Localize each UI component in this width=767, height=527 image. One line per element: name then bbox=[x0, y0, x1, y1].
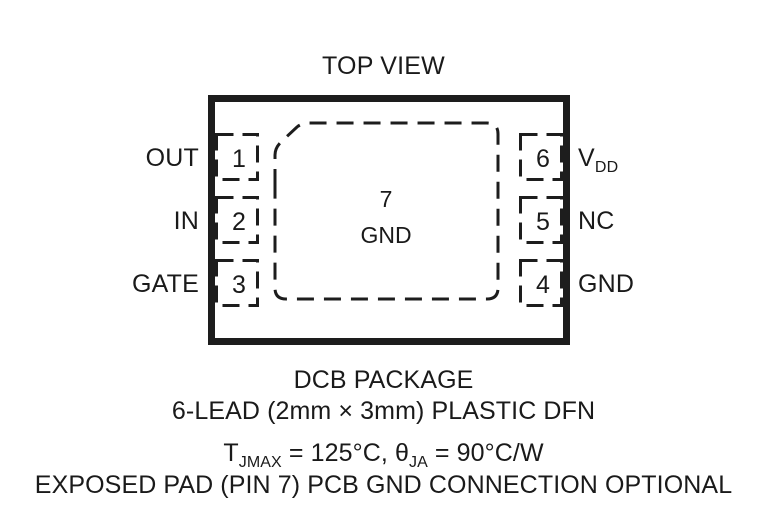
pin-number-1: 1 bbox=[232, 145, 246, 173]
pin-number-2: 2 bbox=[232, 208, 246, 236]
pin-number-4: 4 bbox=[536, 271, 550, 299]
thermal-theta-symbol: θ bbox=[395, 439, 409, 467]
pin-number-3: 3 bbox=[232, 271, 246, 299]
exposed-pad-outline bbox=[273, 121, 500, 301]
thermal-tj-value: = 125°C, bbox=[282, 439, 395, 467]
thermal-theta-value: = 90°C/W bbox=[428, 439, 544, 467]
pin-left-1: 1 OUT bbox=[146, 133, 259, 181]
caption-thermal: TJMAX = 125°C, θJA = 90°C/W bbox=[223, 439, 544, 471]
pin-box-3 bbox=[215, 259, 259, 307]
pin-label-out: OUT bbox=[146, 144, 199, 172]
pin-left-2: 2 IN bbox=[174, 196, 259, 244]
caption-package-size: 6-LEAD (2mm × 3mm) PLASTIC DFN bbox=[172, 397, 595, 425]
thermal-tj-symbol: T bbox=[223, 439, 238, 467]
pin-label-in: IN bbox=[174, 207, 199, 235]
pin-box-2 bbox=[215, 196, 259, 244]
pin-label-vdd: VDD bbox=[578, 144, 618, 176]
pin-number-5: 5 bbox=[536, 208, 550, 236]
pin-right-5: 5 NC bbox=[519, 196, 615, 244]
pin-box-5 bbox=[519, 196, 563, 244]
pin-label-gate: GATE bbox=[132, 270, 199, 298]
pin-box-6 bbox=[519, 133, 563, 181]
thermal-theta-sub: JA bbox=[409, 454, 428, 471]
pin-box-1 bbox=[215, 133, 259, 181]
pin-label-nc: NC bbox=[578, 207, 615, 235]
pin-number-6: 6 bbox=[536, 145, 550, 173]
pin-right-4: 4 GND bbox=[519, 259, 634, 307]
pin-label-vdd-sub: DD bbox=[595, 159, 619, 176]
exposed-pad-name: GND bbox=[360, 222, 411, 248]
diagram-title: TOP VIEW bbox=[322, 52, 445, 80]
pin-box-4 bbox=[519, 259, 563, 307]
pin-right-6: 6 VDD bbox=[519, 133, 618, 181]
pin-label-vdd-main: V bbox=[578, 144, 595, 172]
thermal-tj-sub: JMAX bbox=[239, 454, 282, 471]
pin-left-3: 3 GATE bbox=[132, 259, 259, 307]
pin-label-gnd: GND bbox=[578, 270, 634, 298]
exposed-pad-number: 7 bbox=[380, 186, 393, 212]
caption-package-name: DCB PACKAGE bbox=[294, 366, 474, 394]
package-body-outline bbox=[208, 95, 570, 345]
caption-exposed-pad-note: EXPOSED PAD (PIN 7) PCB GND CONNECTION O… bbox=[35, 471, 732, 499]
